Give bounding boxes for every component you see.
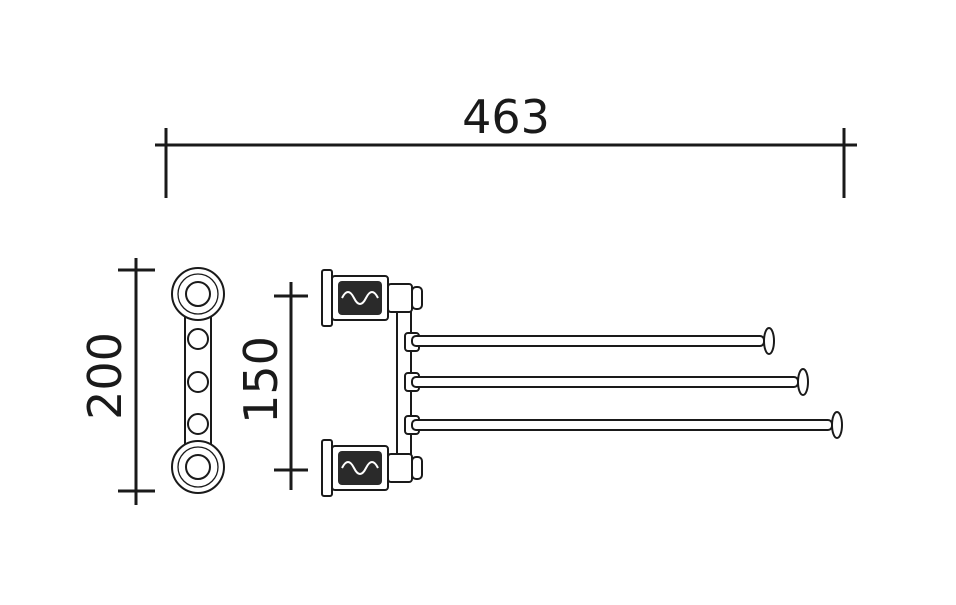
bottom-bracket-cap: [411, 456, 423, 480]
arm-3-rod: [411, 419, 833, 431]
top-bracket-ornament-scroll: [341, 291, 379, 305]
swivel-arm-2: [404, 368, 809, 396]
side-view: [321, 269, 843, 497]
top-bracket-cap: [411, 286, 423, 310]
bottom-bracket-ornament: [338, 451, 382, 485]
bottom-wall-bracket: [321, 439, 423, 497]
front-view: [171, 267, 225, 494]
bottom-bracket-neck: [387, 453, 413, 483]
swivel-arm-3: [404, 411, 843, 439]
height-inner-label: 150: [234, 336, 288, 424]
arm-1-end-cap: [763, 327, 775, 355]
top-bracket-plate: [321, 269, 333, 327]
top-wall-bracket: [321, 269, 423, 327]
front-view-knuckle-2: [187, 371, 209, 393]
front-view-knuckle-3: [187, 413, 209, 435]
front-view-bottom-rosette-inner: [185, 454, 211, 480]
bottom-bracket-plate: [321, 439, 333, 497]
arm-3-end-cap: [831, 411, 843, 439]
height-total-label: 200: [78, 332, 132, 420]
height-inner-dimension: 150: [234, 282, 308, 490]
bottom-bracket-ornament-scroll: [341, 461, 379, 475]
width-dimension: 463: [155, 90, 857, 198]
arm-2-rod: [411, 376, 799, 388]
width-label: 463: [462, 90, 550, 144]
height-total-dimension: 200: [78, 258, 155, 505]
top-bracket-neck: [387, 283, 413, 313]
front-view-top-rosette-inner: [185, 281, 211, 307]
front-view-knuckle-1: [187, 328, 209, 350]
top-bracket-ornament: [338, 281, 382, 315]
front-view-top-rosette-mid: [177, 273, 219, 315]
arm-2-end-cap: [797, 368, 809, 396]
swivel-arm-1: [404, 327, 775, 355]
arm-1-rod: [411, 335, 765, 347]
front-view-bottom-rosette-mid: [177, 446, 219, 488]
